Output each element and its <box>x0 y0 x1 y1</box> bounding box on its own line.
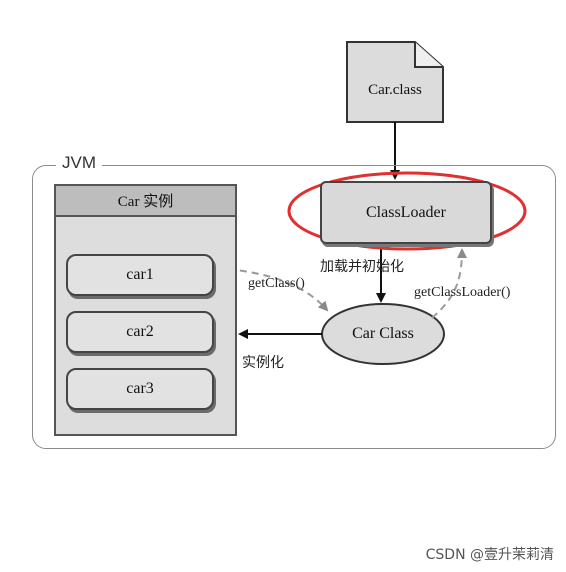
car-instance-3: car3 <box>66 368 214 410</box>
instantiate-label: 实例化 <box>242 355 284 371</box>
car-class-file-label: Car.class <box>368 81 422 98</box>
car-class-label: Car Class <box>352 325 414 342</box>
car-instance-2: car2 <box>66 311 214 353</box>
classloader-highlight-ring <box>287 171 527 251</box>
jvm-label: JVM <box>56 153 102 173</box>
car-instances-header: Car 实例 <box>54 184 237 217</box>
file-corner-fold <box>414 42 443 68</box>
classloader-box: ClassLoader <box>320 181 492 244</box>
csdn-watermark: CSDN @壹升茉莉清 <box>425 547 554 563</box>
car-instance-1: car1 <box>66 254 214 296</box>
get-class-label: getClass() <box>248 276 305 291</box>
load-init-label: 加载并初始化 <box>320 259 404 275</box>
get-class-loader-label: getClassLoader() <box>414 285 511 300</box>
jvm-frame <box>32 165 556 449</box>
